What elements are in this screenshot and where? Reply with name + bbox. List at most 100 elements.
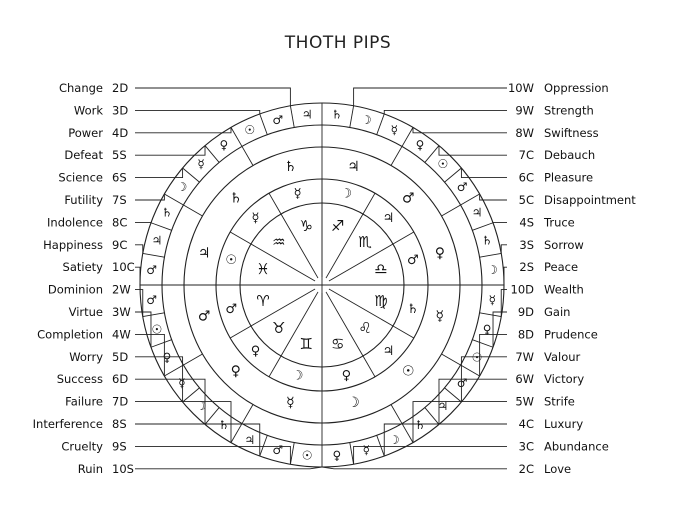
right-card-code: 8D bbox=[518, 327, 534, 341]
right-card-name: Strife bbox=[544, 395, 575, 409]
decan-divider bbox=[142, 312, 165, 318]
right-card-code: 2S bbox=[519, 260, 534, 274]
left-leader-line bbox=[135, 194, 165, 201]
decan-ruler-glyph: ♄ bbox=[332, 108, 343, 122]
decan-ruler-glyph: ☿ bbox=[489, 293, 496, 307]
zodiac-sign-glyph: ♉ bbox=[272, 319, 285, 337]
left-card-name: Ruin bbox=[78, 462, 103, 476]
left-card-name: Satiety bbox=[63, 260, 104, 274]
right-card-code: 7C bbox=[519, 148, 534, 162]
sign-ruler-glyph: ♄ bbox=[284, 159, 297, 175]
decan-divider bbox=[230, 423, 243, 443]
left-card-code: 3D bbox=[112, 103, 128, 117]
left-card-code: 9S bbox=[112, 439, 127, 453]
left-card-name: Success bbox=[57, 372, 103, 386]
right-leader-line bbox=[383, 423, 507, 457]
zodiac-divider bbox=[280, 213, 319, 279]
decan-divider bbox=[182, 167, 200, 183]
left-card-name: Dominion bbox=[48, 283, 103, 297]
band-divider bbox=[392, 325, 415, 339]
decan-ruler-glyph: ☿ bbox=[178, 376, 185, 390]
right-leader-line bbox=[479, 333, 507, 376]
sign-ruler-glyph: ♄ bbox=[229, 191, 242, 207]
decan-ruler-glyph: ♂ bbox=[272, 113, 283, 127]
sign-divider bbox=[441, 353, 461, 366]
sign-ruler-glyph: ☿ bbox=[286, 395, 295, 411]
right-leader-line bbox=[503, 266, 507, 285]
right-leader-line bbox=[412, 401, 507, 443]
left-card-code: 10S bbox=[112, 462, 134, 476]
left-card-code: 4D bbox=[112, 126, 128, 140]
zodiac-sign-glyph: ♑ bbox=[299, 217, 312, 235]
decan-ruler-glyph: ♄ bbox=[219, 418, 230, 432]
left-card-name: Happiness bbox=[43, 238, 103, 252]
right-card-name: Pleasure bbox=[544, 171, 593, 185]
decan-ruler-glyph: ♃ bbox=[438, 399, 449, 413]
sign-ruler-glyph: ♀ bbox=[435, 245, 445, 261]
right-card-name: Valour bbox=[544, 350, 581, 364]
sign-ruler-glyph: ♂ bbox=[402, 191, 415, 207]
right-card-code: 7W bbox=[515, 350, 534, 364]
left-leader-line bbox=[135, 127, 232, 134]
sign-ruler-glyph: ♃ bbox=[198, 245, 211, 261]
band-ruler-glyph: ☿ bbox=[252, 211, 260, 226]
decan-divider bbox=[472, 222, 494, 231]
band-ruler-glyph: ☉ bbox=[225, 253, 237, 268]
sign-divider bbox=[183, 353, 203, 366]
decan-divider bbox=[479, 252, 502, 258]
left-leader-line bbox=[135, 445, 291, 465]
left-card-name: Change bbox=[59, 81, 103, 95]
decan-divider bbox=[289, 442, 295, 465]
band-ruler-glyph: ☿ bbox=[294, 187, 302, 202]
decan-ruler-glyph: ♄ bbox=[162, 206, 173, 220]
right-card-name: Disappointment bbox=[544, 193, 636, 207]
decan-divider bbox=[164, 364, 184, 377]
band-ruler-glyph: ♃ bbox=[383, 211, 395, 226]
sign-divider bbox=[241, 146, 254, 166]
left-card-name: Indolence bbox=[47, 215, 103, 229]
decan-ruler-glyph: ♀ bbox=[333, 448, 342, 462]
band-divider bbox=[362, 192, 376, 215]
decan-divider bbox=[349, 442, 355, 465]
right-leader-line bbox=[321, 466, 507, 470]
right-leader-line bbox=[438, 378, 507, 425]
zodiac-divider bbox=[325, 213, 364, 279]
left-card-name: Science bbox=[58, 171, 103, 185]
decan-ruler-glyph: ☽ bbox=[361, 113, 372, 127]
left-leader-line bbox=[135, 423, 261, 457]
zodiac-sign-glyph: ♎ bbox=[374, 260, 387, 278]
left-card-code: 5D bbox=[112, 350, 128, 364]
right-card-name: Debauch bbox=[544, 148, 595, 162]
decan-divider bbox=[142, 252, 165, 258]
band-ruler-glyph: ♂ bbox=[407, 253, 419, 268]
right-leader-line bbox=[383, 109, 507, 114]
right-card-name: Swiftness bbox=[544, 126, 599, 140]
right-card-name: Sorrow bbox=[544, 238, 584, 252]
zodiac-divider bbox=[250, 288, 316, 327]
left-leader-line bbox=[135, 466, 323, 470]
decan-ruler-glyph: ♃ bbox=[302, 108, 313, 122]
band-divider bbox=[268, 355, 282, 378]
band-divider bbox=[392, 231, 415, 245]
right-leader-line bbox=[438, 145, 507, 156]
decan-ruler-glyph: ♀ bbox=[483, 322, 492, 336]
decan-divider bbox=[424, 407, 440, 425]
band-ruler-glyph: ♃ bbox=[383, 344, 395, 359]
right-leader-line bbox=[492, 311, 507, 348]
sign-ruler-glyph: ♃ bbox=[347, 159, 360, 175]
left-card-code: 6S bbox=[112, 171, 127, 185]
decan-divider bbox=[444, 167, 462, 183]
right-leader-line bbox=[353, 445, 507, 465]
sign-divider bbox=[390, 404, 403, 424]
decan-divider bbox=[259, 435, 268, 457]
sign-divider bbox=[241, 404, 254, 424]
left-card-code: 7D bbox=[112, 395, 128, 409]
zodiac-sign-glyph: ♐ bbox=[331, 217, 344, 235]
zodiac-sign-glyph: ♌ bbox=[358, 319, 371, 337]
decan-ruler-glyph: ☽ bbox=[196, 399, 207, 413]
band-ruler-glyph: ☽ bbox=[341, 187, 353, 202]
right-card-code: 6W bbox=[515, 372, 534, 386]
decan-divider bbox=[444, 387, 462, 403]
left-card-code: 2D bbox=[112, 81, 128, 95]
decan-ruler-glyph: ☿ bbox=[391, 123, 398, 137]
